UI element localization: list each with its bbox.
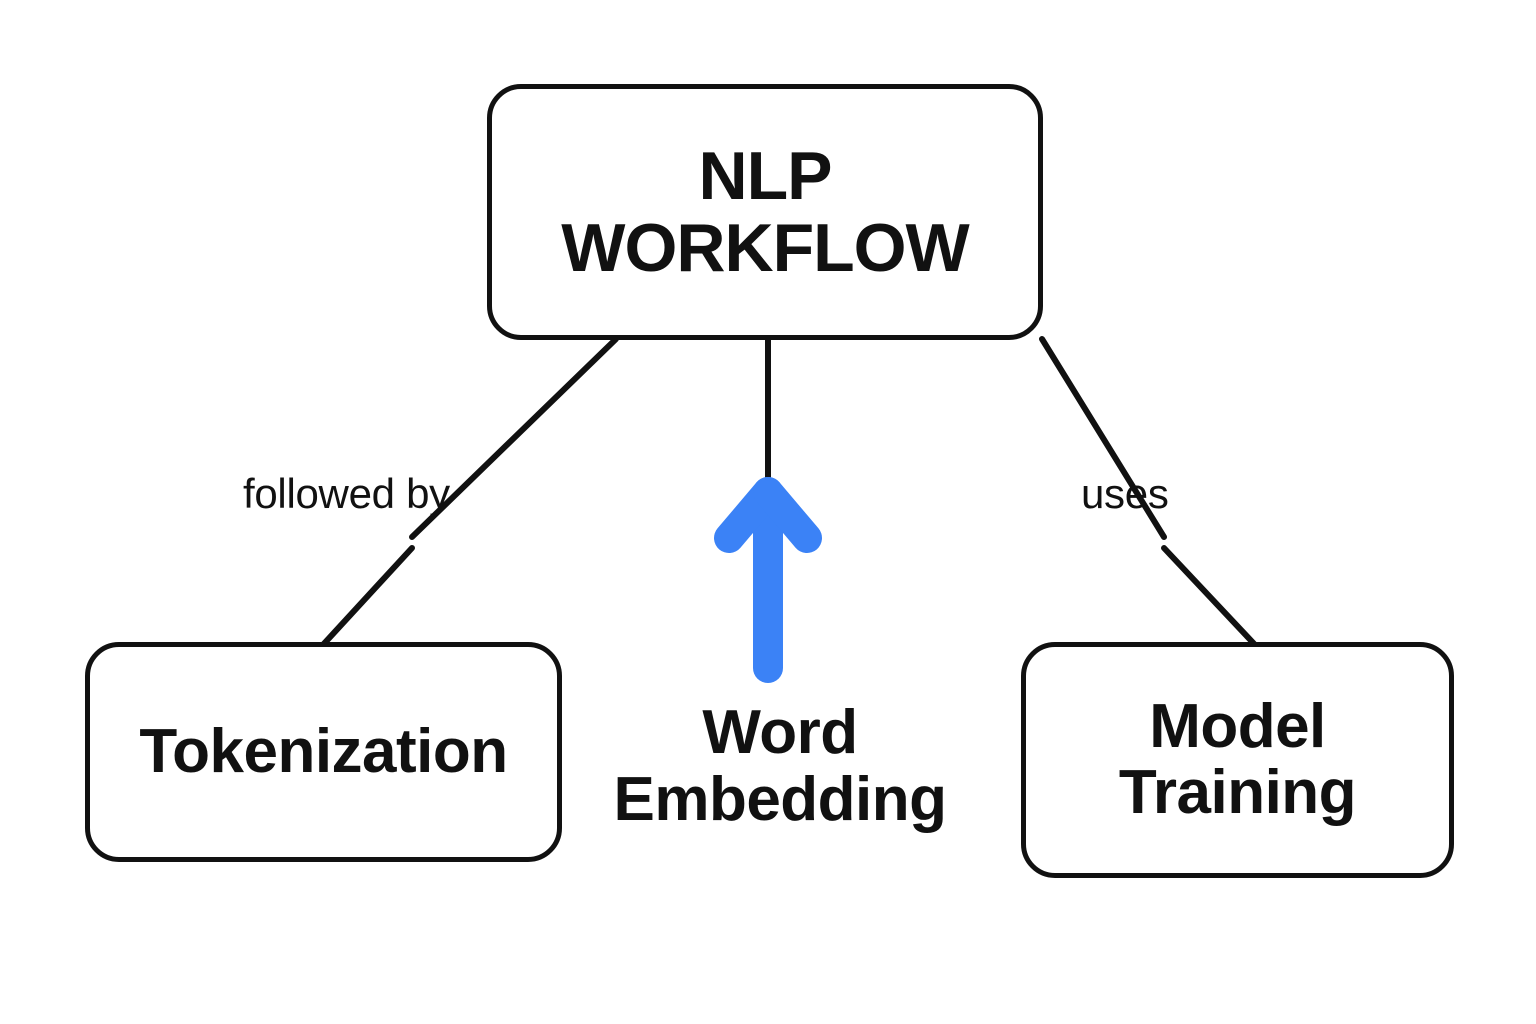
node-model-training-label: Model Training <box>1118 692 1357 827</box>
edge-label-uses: uses <box>1081 470 1169 517</box>
edge-line-uses-lower <box>1161 545 1261 651</box>
node-word-embedding[interactable]: Word Embedding <box>560 698 1000 860</box>
node-word-embedding-label: Word Embedding <box>613 698 947 834</box>
blue-arrow-barb-right <box>753 477 822 553</box>
node-tokenization-label: Tokenization <box>139 717 508 787</box>
blue-arrow-barb-left <box>714 477 783 553</box>
edge-line-followed-by-lower <box>317 545 415 651</box>
node-model-training[interactable]: Model Training <box>1021 642 1454 878</box>
node-nlp-workflow-label: NLP WORKFLOW <box>561 137 969 286</box>
edge-label-followed-by: followed by <box>243 470 450 517</box>
node-nlp-workflow[interactable]: NLP WORKFLOW <box>487 84 1043 340</box>
node-tokenization[interactable]: Tokenization <box>85 642 562 862</box>
